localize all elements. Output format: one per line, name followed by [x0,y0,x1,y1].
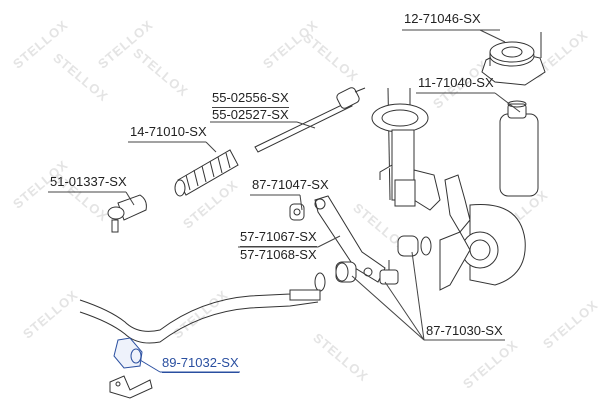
part-label-51-01337-sx[interactable]: 51-01337-SX [50,174,127,189]
part-label-87-71030-sx[interactable]: 87-71030-SX [426,323,503,338]
leader-lines [48,29,521,341]
part-label-57-71067-sx[interactable]: 57-71067-SX [240,230,317,247]
knuckle-drawing [439,174,526,291]
part-label-55-02527-sx[interactable]: 55-02527-SX [212,107,289,122]
part-label-89-71032-sx[interactable]: 89-71032-SX [162,356,239,373]
bushing-87-71047-drawing [289,203,305,221]
part-label-55-02556-sx[interactable]: 55-02556-SX [212,91,289,108]
part-label-87-71047-sx[interactable]: 87-71047-SX [252,177,329,192]
dust-boot-drawing [499,100,539,197]
part-label-12-71046-sx[interactable]: 12-71046-SX [404,11,481,26]
top-mount-drawing [481,32,546,86]
stabilizer-bar-drawing [79,289,321,344]
stabilizer-bushing-drawing [113,337,143,369]
steering-boot-drawing [174,149,239,197]
part-label-11-71040-sx[interactable]: 11-71040-SX [418,75,494,90]
part-label-57-71068-sx[interactable]: 57-71068-SX [240,247,317,262]
part-label-14-71010-sx[interactable]: 14-71010-SX [130,124,207,139]
tie-rod-drawing [254,87,366,153]
tie-rod-end-drawing [107,194,147,233]
bracket-drawing [109,375,153,399]
strut-drawing [371,87,441,211]
bushing-87-71030-drawing [314,235,432,292]
